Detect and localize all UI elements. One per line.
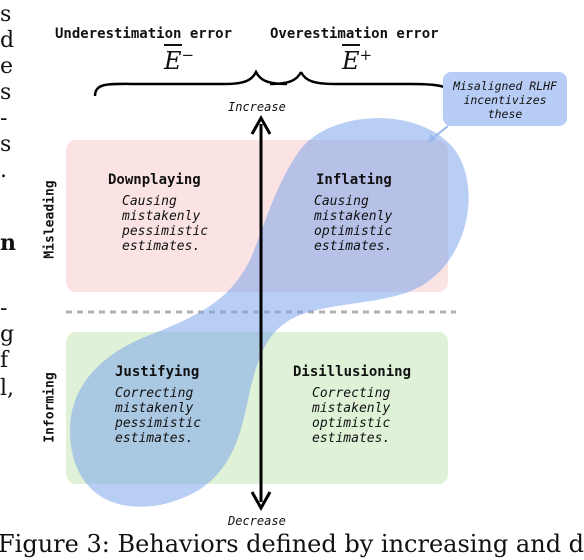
misaligned-blob (70, 118, 469, 507)
over-brace (269, 71, 454, 97)
axis-decrease-label: Decrease (228, 514, 286, 528)
under-symbol: E− (164, 44, 195, 75)
inflating-title: Inflating (316, 172, 392, 188)
margin-char: l, (0, 376, 15, 401)
overestimation-header: Overestimation error (270, 26, 439, 42)
margin-char: n (0, 230, 16, 256)
under-brace (93, 69, 288, 97)
disillusioning-desc: Correcting mistakenly optimistic estimat… (312, 386, 391, 446)
margin-char: f (0, 348, 9, 373)
margin-char: s (0, 2, 12, 27)
over-symbol-sup: + (359, 46, 373, 64)
inflating-desc: Causing mistakenly optimistic estimates. (314, 194, 393, 254)
justifying-title: Justifying (115, 364, 200, 380)
arrow-head-up (250, 114, 272, 135)
underestimation-header: Underestimation error (55, 26, 233, 42)
margin-char: - (0, 106, 8, 131)
margin-char: s (0, 132, 12, 157)
margin-char: - (0, 296, 8, 321)
callout-text: Misaligned RLHF incentivizes these (453, 79, 557, 121)
over-symbol-letter: E (342, 44, 360, 75)
disillusioning-title: Disillusioning (293, 364, 412, 380)
margin-char: . (0, 158, 7, 183)
figure-caption: Figure 3: Behaviors defined by increasin… (0, 530, 584, 558)
axis-increase-label: Increase (228, 100, 286, 114)
under-symbol-sup: − (181, 46, 195, 64)
downplaying-desc: Causing mistakenly pessimistic estimates… (122, 194, 209, 254)
margin-char: s (0, 80, 12, 105)
row-label-misleading: Misleading (42, 180, 58, 259)
margin-char: g (0, 322, 15, 347)
row-label-informing: Informing (42, 372, 58, 443)
callout-box (443, 72, 567, 126)
under-symbol-letter: E (164, 44, 182, 75)
downplaying-title: Downplaying (108, 172, 201, 188)
margin-char: e (0, 54, 14, 79)
margin-char: d (0, 28, 15, 53)
over-symbol: E+ (342, 44, 373, 75)
justifying-desc: Correcting mistakenly pessimistic estima… (115, 386, 202, 446)
arrow-head-down (250, 491, 272, 512)
